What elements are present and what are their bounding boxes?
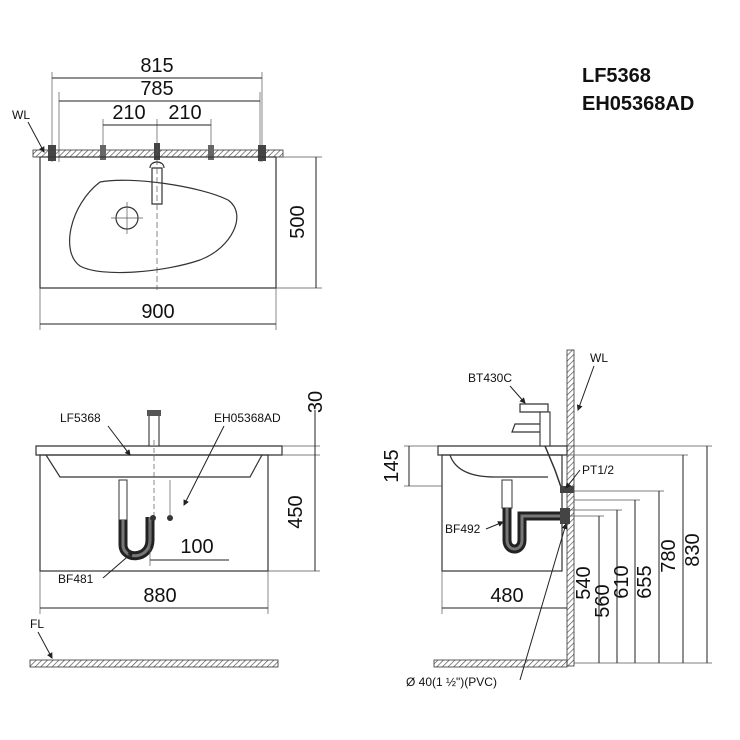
dim-610: 610 <box>611 565 633 598</box>
basin-bowl-front <box>45 454 263 478</box>
basin-outline-top <box>39 156 277 289</box>
model-number-block: LF5368 EH05368AD <box>582 62 694 118</box>
dim-100: 100 <box>180 536 213 558</box>
label-lf5368-front: LF5368 <box>60 411 101 425</box>
basin-bowl-top <box>69 179 238 274</box>
dim-210-left: 210 <box>112 102 145 124</box>
label-bf481: BF481 <box>58 572 94 586</box>
dim-830: 830 <box>682 533 704 566</box>
dim-145: 145 <box>381 449 403 482</box>
wall-bracket-right <box>258 145 266 161</box>
water-inlet-left <box>100 145 106 160</box>
top-view: 815 785 210 210 WL 500 <box>12 55 322 330</box>
cabinet-model-number: EH05368AD <box>582 93 695 115</box>
faucet-top <box>151 167 163 205</box>
dim-780: 780 <box>658 539 680 572</box>
dim-655: 655 <box>634 565 656 598</box>
dim-900: 900 <box>141 301 174 323</box>
basin-model-number: LF5368 <box>582 65 651 87</box>
floor-line <box>29 659 279 668</box>
water-inlet-right <box>208 145 214 160</box>
dim-500: 500 <box>287 205 309 238</box>
front-view: LF5368 EH05368AD BF481 30 450 100 880 FL <box>29 391 327 668</box>
dim-560: 560 <box>592 584 614 617</box>
dim-480: 480 <box>490 585 523 607</box>
dim-815: 815 <box>140 55 173 77</box>
basin-bowl-side <box>449 454 548 478</box>
label-pt12: PT1/2 <box>582 463 614 477</box>
dim-210-right: 210 <box>168 102 201 124</box>
label-bf492: BF492 <box>445 522 481 536</box>
label-wl-side: WL <box>590 351 608 365</box>
dim-880: 880 <box>143 585 176 607</box>
label-fl: FL <box>30 617 44 631</box>
dim-450: 450 <box>285 495 307 528</box>
drain-pipe-front <box>118 479 128 521</box>
dim-785: 785 <box>140 78 173 100</box>
label-drain-pipe: Ø 40(1 ½")(PVC) <box>406 675 497 689</box>
dim-30: 30 <box>305 391 327 413</box>
label-wl-top: WL <box>12 108 30 122</box>
floor-side <box>433 659 568 668</box>
dim-540: 540 <box>573 566 595 599</box>
side-view: WL BT430C PT1/2 BF492 145 480 <box>381 349 712 689</box>
wall-bracket-left <box>48 145 56 161</box>
cabinet-front <box>39 454 269 572</box>
trap-bf492 <box>502 508 565 554</box>
basin-slab-front <box>35 445 283 456</box>
label-eh05368ad: EH05368AD <box>214 411 281 425</box>
label-bt430c: BT430C <box>468 371 512 385</box>
faucet-side <box>519 403 549 413</box>
